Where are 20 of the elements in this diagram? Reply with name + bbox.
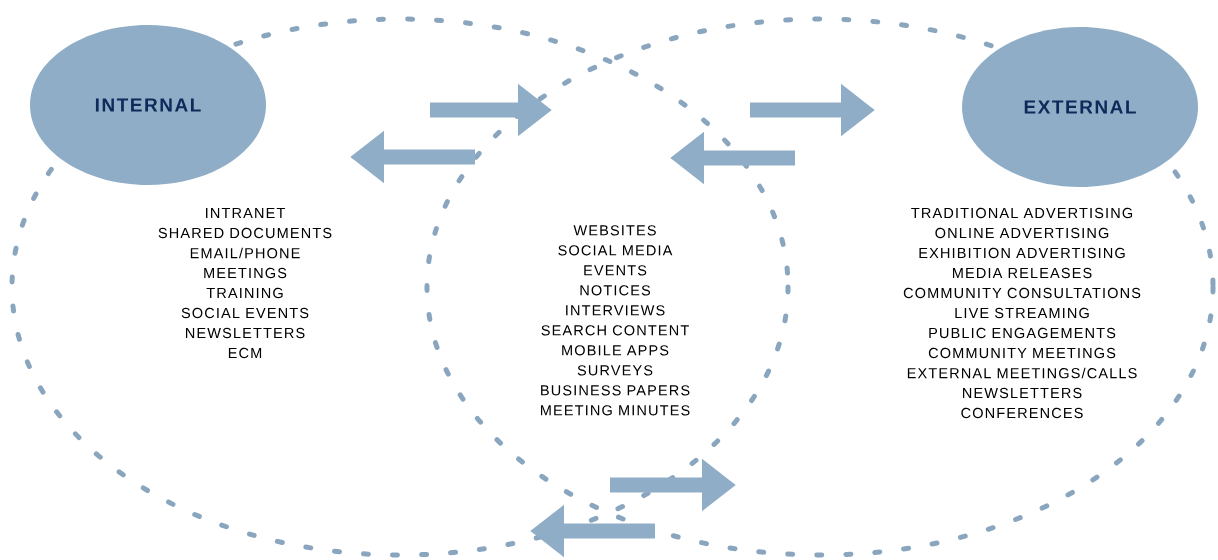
list-item: NEWSLETTERS <box>186 327 305 339</box>
list-item: TRADITIONAL ADVERTISING <box>911 207 1133 219</box>
list-item: COMMUNITY CONSULTATIONS <box>903 287 1141 299</box>
list-item: PUBLIC ENGAGEMENTS <box>929 327 1116 339</box>
list-item: NEWSLETTERS <box>963 387 1082 399</box>
list-item: EXHIBITION ADVERTISING <box>919 247 1125 259</box>
list-item: TRAINING <box>206 287 283 299</box>
list-item: SOCIAL EVENTS <box>181 307 309 319</box>
list-item: ECM <box>228 347 262 359</box>
list-item: EMAIL/PHONE <box>190 247 300 259</box>
list-item: EXTERNAL MEETINGS/CALLS <box>907 367 1137 379</box>
list-item: INTRANET <box>206 208 285 218</box>
list-item: CONFERENCES <box>961 407 1083 419</box>
list-item: LIVE STREAMING <box>955 307 1089 319</box>
list-item: SHARED DOCUMENTS <box>158 227 332 239</box>
list-item: ONLINE ADVERTISING <box>935 227 1109 239</box>
list-item: MEDIA RELEASES <box>953 267 1092 279</box>
text-list: WEBSITES SOCIAL MEDIA EVENTS NOTICES INTERVIEWS SEARCH CONTENT MOBILE APPS SURVEYS BUSINESS PAPERS MEETING MINUTES <box>541 225 690 416</box>
list-item: COMMUNITY MEETINGS <box>928 347 1116 359</box>
list-item: MEETINGS <box>204 267 287 279</box>
